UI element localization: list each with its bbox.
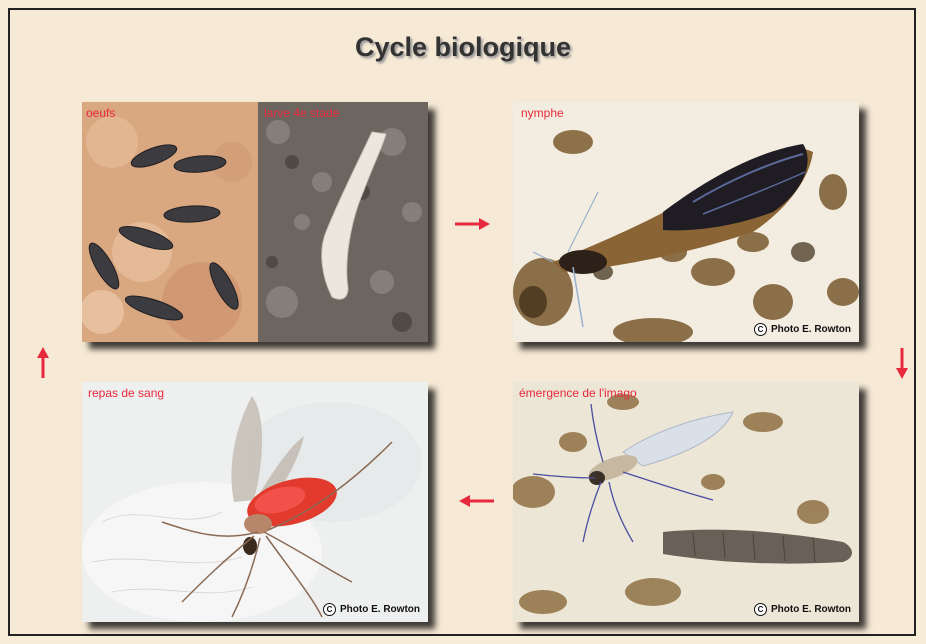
copyright-icon: C — [323, 603, 336, 616]
down-arrow-icon — [895, 348, 909, 380]
credit-text: Photo E. Rowton — [771, 324, 851, 335]
copyright-icon: C — [754, 323, 767, 336]
blood-meal-label: repas de sang — [88, 386, 164, 400]
left-arrow-icon — [458, 494, 494, 508]
right-arrow-icon — [455, 217, 491, 231]
emergence-photo: émergence de l'imago C Photo E. Rowton — [513, 382, 859, 622]
pupa-photo-credit: C Photo E. Rowton — [754, 323, 851, 336]
eggs-label: oeufs — [86, 106, 115, 120]
eggs-larva-image — [82, 102, 428, 342]
credit-text: Photo E. Rowton — [771, 604, 851, 615]
blood-meal-image — [82, 382, 428, 622]
eggs-larva-photo: oeufs larve 4e stade — [82, 102, 428, 342]
page-title: Cycle biologique — [0, 32, 926, 63]
credit-text: Photo E. Rowton — [340, 604, 420, 615]
emergence-photo-credit: C Photo E. Rowton — [754, 603, 851, 616]
pupa-photo: nymphe C Photo E. Rowton — [513, 102, 859, 342]
blood-meal-photo-credit: C Photo E. Rowton — [323, 603, 420, 616]
copyright-icon: C — [754, 603, 767, 616]
blood-meal-photo: repas de sang C Photo E. Rowton — [82, 382, 428, 622]
pupa-label: nymphe — [521, 106, 564, 120]
emergence-image — [513, 382, 859, 622]
pupa-image — [513, 102, 859, 342]
larva-label: larve 4e stade — [264, 106, 339, 120]
up-arrow-icon — [36, 346, 50, 378]
emergence-label: émergence de l'imago — [519, 386, 637, 400]
